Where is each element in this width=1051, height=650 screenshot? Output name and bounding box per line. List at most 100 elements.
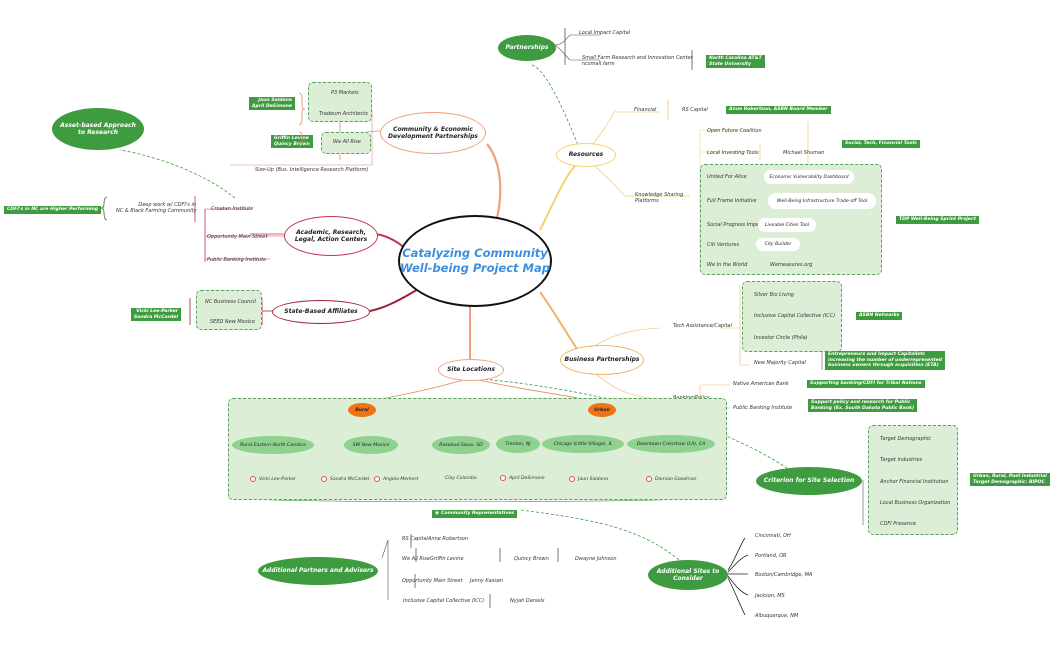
rs-capital-person: Anne Robertson, ASBN Board Member [726,106,831,114]
site-location[interactable]: Downtown Crenshaw (LA), CA [627,435,715,453]
additional-site: Albuquerque, NM [755,613,799,619]
criterion-item: Local Business Organization [880,500,951,506]
criterion-item: Anchor Financial Institution [880,479,949,485]
community-item: Tradeum Architects [319,111,368,117]
tool-pill: City Builder [756,238,800,251]
additional-partners-node[interactable]: Additional Partners and Advisors [258,557,378,585]
academic-item: Croatan Institute [211,206,254,212]
site-locations-node[interactable]: Site Locations [438,359,504,381]
asbn-label: ASBN Networks [856,312,903,320]
site-location[interactable]: Rural Eastern North Carolina [232,436,314,454]
site-person: Vicki Lee-Parker [250,476,296,482]
business-partnerships-node[interactable]: Business Partnerships [560,345,644,375]
location-pin-icon [500,475,506,481]
tool-pill: Well-Being Infrastructure Trade-off Tool [768,193,876,209]
community-box [308,82,372,122]
criterion-item: Target Industries [880,457,923,463]
business-item: Investor Circle (Phila) [754,335,808,341]
site-person: Jaun Saldana [569,476,608,482]
ap-nyjah: Nyjah Daniels [510,598,545,604]
local-investing-label: Local Investing Tools [707,150,759,156]
additional-site: Jackson, MS [755,593,785,599]
asset-based-node[interactable]: Asset-based Approach to Research [52,108,144,150]
additional-site: Portland, OR [755,553,787,559]
ap-icc: Inclusive Capital Collective (ICC) [403,598,485,604]
site-location[interactable]: Chicago (Little Village), IL [542,435,624,453]
criterion-item: CDFI Presence [880,521,917,527]
pbi-label: Public Banking Institute [733,405,793,411]
sizeup-label: Size-Up (Bus. Intelligence Research Plat… [255,167,369,173]
knowledge-label: Knowledge Sharing Platforms [635,192,684,205]
community-reps-label: ◉Community Representatives [432,510,518,518]
tdp-label: TDP Well-Being Sprint Project [896,216,979,224]
state-affiliates-node[interactable]: State-Based Affiliates [272,300,370,324]
location-pin-icon [321,476,327,482]
resources-node[interactable]: Resources [556,143,616,167]
additional-site: Boston/Cambridge, MA [755,572,813,578]
site-location[interactable]: Trenton, NJ [496,435,540,453]
community-box-2 [321,132,371,154]
site-person: Sandra McCardel [321,476,369,482]
ap-jenny: Jenny Kassan [470,578,504,584]
state-box [196,290,262,330]
person-icon: ◉ [435,511,440,516]
platform-item: Full Frame Initiative [707,198,757,204]
urban-node[interactable]: Urban [588,403,616,417]
site-location[interactable]: Rosebud Sioux, SD [432,436,490,454]
business-item: Inclusive Capital Collective (ICC) [754,313,836,319]
additional-site: Cincinnati, OH [755,533,791,539]
site-location[interactable]: SW New Mexico [344,436,398,454]
community-item: We All Rise [333,139,361,145]
site-person: April DeSimone [500,475,545,481]
ap-anne: Anne Robertson [428,536,469,542]
academic-node[interactable]: Academic, Research, Legal, Action Center… [284,216,378,256]
state-people-label: Vicki Lee-Parker Sandra McCardel [131,308,181,322]
bracket-icon [298,92,306,147]
location-pin-icon [646,476,652,482]
site-person: Clay Colombo [445,476,477,481]
financial-label: Financial [634,107,657,113]
ap-oms: Opportunity Main Street [402,578,463,584]
state-item: SEED New Mexico [210,319,255,325]
community-partnerships-node[interactable]: Community & Economic Development Partner… [380,112,486,154]
academic-item: Public Banking Institute [207,257,267,263]
tools-label: Social, Tech, Financial Tools [842,140,920,148]
community-people-label: Jaun Saldana April DeSimone [249,97,295,111]
platform-item: Citi Ventures [707,242,740,248]
tech-assistance-label: Tech Assistance/Capital [673,323,732,329]
community-item: P3 Markets [331,90,359,96]
criterion-label: Urban, Rural, Post Industrial Target Dem… [970,473,1050,487]
criterion-box [868,425,958,535]
tool-pill: Economic Vulnerability Dashboard [764,170,854,184]
business-item: Silver Bio Living [754,292,794,298]
platform-item: United For Alice [707,174,747,180]
ap-we-all-rise: We All Rise [402,556,430,562]
open-future-label: Open Future Coalition [707,128,762,134]
new-majority-label: New Majority Capital [754,360,806,366]
ap-quincy: Quincy Brown [514,556,549,562]
ncat-label: North Carolina AT&T State University [706,55,765,69]
location-pin-icon [374,476,380,482]
academic-item: Opportunity Main Street [207,234,268,240]
ap-griffin: Griffin Levine [430,556,464,562]
michael-label: Michael Shuman [783,150,825,156]
platform-item: We In the World [707,262,748,268]
partnership-item: Local Impact Capital [579,30,631,36]
site-person: Angela Merkert [374,476,418,482]
cdfi-label: CDFI's in NC are Higher Performing [4,206,102,214]
bracket-icon [100,196,108,221]
site-person: Damian Goodman [646,476,697,482]
location-pin-icon [250,476,256,482]
rural-node[interactable]: Rural [348,403,376,417]
rs-capital-label: RS Capital [682,107,708,113]
criterion-node[interactable]: Criterion for Site Selection [756,467,862,495]
tool-pill: Liveable Cities Tool [758,218,816,232]
ap-dwayne: Dwayne Johnson [575,556,617,562]
criterion-item: Target Demographic [880,436,932,442]
location-pin-icon [569,476,575,482]
community-people-label: Griffin Levine Quincy Brown [271,135,313,149]
additional-sites-node[interactable]: Additional Sites to Consider [648,560,728,590]
partnerships-node[interactable]: Partnerships [498,35,556,61]
native-american-desc: Supporting banking/CDFI for Tribal Natio… [807,380,925,388]
